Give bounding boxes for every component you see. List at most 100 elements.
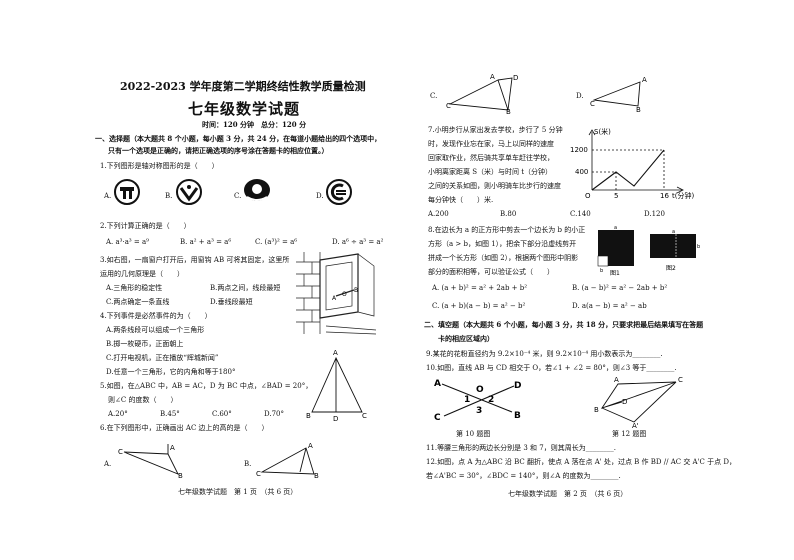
page2-footer: 七年级数学试题 第 2 页 （共 6 页） <box>508 490 628 498</box>
question-8-l3: 拼成一个长方形（如图 2），根据两个图形中阴影 <box>428 254 579 262</box>
logo-d-icon <box>326 179 352 205</box>
q8-fig1-caption: 图1 <box>610 270 620 277</box>
q4-option-c: C.打开电视机，正在播放“辉城新闻” <box>106 354 219 362</box>
q6-figure-b: A C B <box>256 442 319 480</box>
q5-option-a: A.20° <box>108 410 128 418</box>
logo-b-icon <box>176 179 202 205</box>
q10-caption: 第 10 题图 <box>456 430 491 438</box>
q6-option-a: A. <box>104 460 112 468</box>
q12-triangle-figure: A C B D A' <box>594 376 683 430</box>
question-5: 5.如图，在△ABC 中，AB = AC，D 为 BC 中点，∠BAD = 20… <box>100 382 313 390</box>
q8-label-b2: b <box>697 244 700 250</box>
q1-option-d: D. <box>316 192 324 200</box>
q6c-label-a: A <box>490 73 495 81</box>
window-label-o: O <box>342 291 347 298</box>
question-7-l3: 回家取作业，然后骑共享单车赶往学校， <box>428 154 554 162</box>
triangle-abc-figure: A B D C <box>306 349 367 423</box>
q2-option-b: B. a² + a³ = a⁶ <box>180 238 232 246</box>
question-9: 9.某花的花粉直径约为 9.2×10⁻⁴ 米，则 9.2×10⁻⁴ 用小数表示为… <box>426 350 663 358</box>
q7-ytick-400: 400 <box>575 168 588 176</box>
question-7-l4: 小明离家距离 S（米）与时间 t（分钟） <box>428 168 553 176</box>
q12-label-d: D <box>622 398 627 406</box>
q8-square-figures: a b a b 图1 图2 <box>597 225 700 277</box>
section2-heading: 二、填空题（本大题共 6 个小题，每小题 3 分，共 18 分，只要求把最后结果… <box>424 320 704 329</box>
question-3-cont: 运用的几何原理是（ ） <box>100 270 184 278</box>
q6c-label-b: B <box>506 108 511 116</box>
question-12: 12.如图，点 A 为△ABC 沿 BC 翻折，使点 A 落在点 A' 处，过点… <box>426 458 736 466</box>
question-6: 6.在下列图形中，正确画出 AC 边上的高的是（ ） <box>100 424 269 432</box>
q4-option-d: D.任意一个三角形，它的内角和等于180° <box>106 368 236 376</box>
q6d-label-c: C <box>590 100 595 108</box>
q8-option-b: B. (a − b)² = a² − 2ab + b² <box>572 284 668 292</box>
q6-figure-d: A C B <box>590 76 647 114</box>
q6-option-c: C. <box>430 92 438 100</box>
q7-xtick-16: 16 <box>660 192 669 200</box>
q6d-label-b: B <box>636 106 641 114</box>
q2-option-d: D. a⁶ ÷ a³ = a² <box>332 238 384 246</box>
question-10: 10.如图，直线 AB 与 CD 相交于 O，若∠1 + ∠2 = 80°，则∠… <box>426 364 677 372</box>
q6a-label-c: C <box>118 448 123 456</box>
q4-option-a: A.两条线段可以组成一个三角形 <box>106 326 205 334</box>
q5-option-b: B.45° <box>160 410 180 418</box>
q7-ytick-1200: 1200 <box>570 146 588 154</box>
time-info: 时间：120 分钟 总分：120 分 <box>202 120 307 129</box>
q4-option-b: B.掷一枚硬币，正面朝上 <box>106 340 184 348</box>
question-1: 1.下列图形是轴对称图形的是（ ） <box>100 162 219 170</box>
question-5-cont: 则∠C 的度数（ ） <box>108 396 178 404</box>
q12-label-a: A <box>614 376 619 384</box>
q6b-label-b: B <box>314 472 319 480</box>
page1-footer: 七年级数学试题 第 1 页 （共 6 页） <box>178 488 298 496</box>
question-11: 11.等腰三角形的两边长分别是 3 和 7，则其周长为________. <box>426 444 616 452</box>
q7-option-d: D.120 <box>644 210 665 218</box>
q3-option-a: A.三角形的稳定性 <box>106 284 163 292</box>
q12-caption: 第 12 题图 <box>612 430 647 438</box>
q6a-label-b: B <box>178 472 183 480</box>
q5-option-d: D.70° <box>264 410 284 418</box>
q2-option-c: C. (a³)² = a⁶ <box>255 238 298 246</box>
q8-label-a2: a <box>672 229 675 235</box>
q6c-label-c: C <box>446 102 451 110</box>
question-8-l4: 部分的面积相等，可以验证公式（ ） <box>428 268 554 276</box>
q12-label-c: C <box>678 376 683 384</box>
question-7-l6: 每分钟快（ ）米. <box>428 196 494 204</box>
question-7-l5: 之间的关系如图，则小明骑车比步行的速度 <box>428 182 561 190</box>
section2-heading-cont: 卡的相应区域内） <box>438 334 494 343</box>
section1-heading-cont: 只有一个选项是正确的，请把正确选项的序号涂在答题卡的相应位置。） <box>108 146 329 155</box>
question-3: 3.如右图，一扇窗户打开后，用窗钩 AB 可将其固定，这里所 <box>100 256 290 264</box>
window-label-b: B <box>354 287 358 294</box>
q5-option-c: C.60° <box>212 410 232 418</box>
section1-heading: 一、选择题（本大题共 8 个小题，每小题 3 分，共 24 分，在每道小题给出的… <box>95 134 382 143</box>
question-2: 2.下列计算正确的是（ ） <box>100 222 191 230</box>
q1-option-b: B. <box>165 192 173 200</box>
q5-label-a: A <box>333 349 338 357</box>
q8-option-d: D. a(a − b) = a² − ab <box>572 302 647 310</box>
q12-label-a-prime: A' <box>632 422 639 430</box>
q7-option-b: B.80 <box>500 210 517 218</box>
q10-label-o: O <box>476 385 484 395</box>
q3-option-b: B.两点之间，线段最短 <box>210 284 281 292</box>
q7-origin: O <box>585 192 591 200</box>
question-8-l2: 方形（a > b，如图 1），把余下部分沿虚线剪开 <box>428 240 577 248</box>
q10-angle-2: 2 <box>488 395 494 405</box>
q5-label-b: B <box>306 412 311 420</box>
q8-option-c: C. (a + b)(a − b) = a² − b² <box>432 302 526 310</box>
q5-label-d: D <box>333 415 338 423</box>
q10-angle-1: 1 <box>464 395 470 405</box>
logo-a-icon <box>114 179 140 205</box>
window-label-a: A <box>332 295 337 302</box>
q6-figure-c: A D C B <box>446 73 518 116</box>
q3-option-c: C.两点确定一条直线 <box>106 298 170 306</box>
question-4: 4.下列事件是必然事件的为（ ） <box>100 312 212 320</box>
q10-label-c: C <box>434 413 441 423</box>
q8-label-a1: a <box>614 225 617 231</box>
page-title: 七年级数学试题 <box>188 100 301 118</box>
logo-c-icon <box>244 179 270 201</box>
question-7-l2: 时，发现作业忘在家，马上以同样的速度 <box>428 140 554 148</box>
q3-option-d: D.垂线段最短 <box>210 298 253 306</box>
q2-option-a: A. a³·a³ = a⁹ <box>106 238 149 246</box>
q10-intersecting-lines-figure: A D O 1 2 C 3 B <box>434 379 521 423</box>
q7-ylabel: S(米) <box>594 127 611 136</box>
window-figure: A O B <box>296 252 377 335</box>
q10-label-d: D <box>514 381 521 391</box>
q7-option-c: C.140 <box>570 210 591 218</box>
